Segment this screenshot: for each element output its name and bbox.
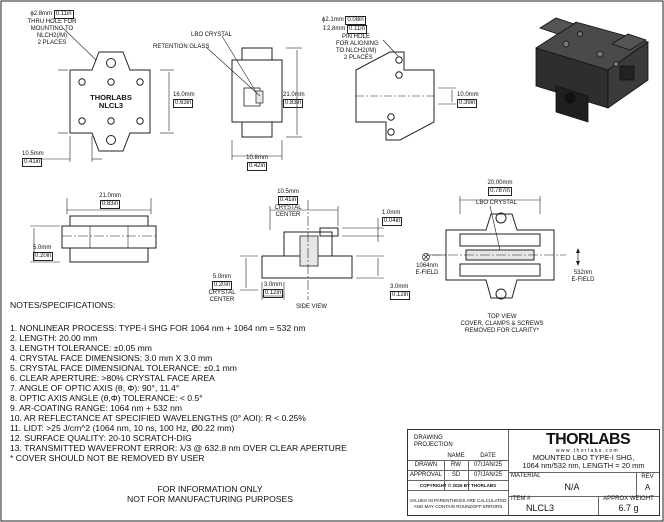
note-item: 10. AR REFLECTANCE AT SPECIFIED WAVELENG… <box>10 413 306 423</box>
pin-hole-note-line: 2 PLACES <box>344 55 373 61</box>
right-height-dim: 10.0mm 0.39in <box>457 92 479 108</box>
approval-name: SD <box>451 472 461 478</box>
thru-hole-note-line: MOUNTING TO <box>30 26 74 32</box>
bottom-view <box>30 198 157 263</box>
date-column-header: DATE <box>480 453 496 459</box>
weight-value: 6.7 g <box>618 503 639 513</box>
right-view <box>355 39 456 141</box>
side-height-dim: 21.0mm 0.83in <box>283 92 305 108</box>
thru-hole-callout: ϕ2.8mm 0.11in THRU HOLE FOR MOUNTING TO … <box>26 10 78 47</box>
side-view-label: SIDE VIEW <box>296 304 328 310</box>
rev-value: A <box>644 483 651 492</box>
note-item: 8. OPTIC AXIS ANGLE (θ,Φ) TOLERANCE: < 0… <box>10 393 203 403</box>
retention-glass-callout: RETENTION GLASS <box>153 44 210 50</box>
description: MOUNTED LBO TYPE-I SHG, 1064 nm/532 nm, … <box>522 453 645 470</box>
tv-lbo-callout: LBO CRYSTAL <box>476 200 517 206</box>
drawing-projection-label: DRAWING PROJECTION <box>414 435 453 448</box>
note-item: * COVER SHOULD NOT BE REMOVED BY USER <box>10 453 205 463</box>
note-item: 13. TRANSMITTED WAVEFRONT ERROR: λ/3 @ 6… <box>10 443 347 453</box>
copyright: COPYRIGHT © 2025 BY THORLABS <box>419 483 497 488</box>
side-width-dim: 10.8mm 0.42in <box>246 155 268 171</box>
part-marking-brand: THORLABS <box>90 93 132 102</box>
thru-hole-dia: ϕ2.8mm 0.11in <box>30 10 74 19</box>
note-item: 5. CRYSTAL FACE DIMENSIONAL TOLERANCE: ±… <box>10 363 237 373</box>
pin-hole-callout: ϕ2.1mm 0.08in ↧2.8mm 0.11in PIN HOLE FOR… <box>322 16 379 62</box>
material-label: MATERIAL <box>511 473 541 479</box>
pin-hole-note-line: FOR ALIGNING <box>336 41 379 47</box>
item-value: NLCL3 <box>526 503 555 513</box>
drawn-label: DRAWN <box>414 462 438 468</box>
sv-top-dim: 1.0mm 0.04in <box>382 210 403 226</box>
part-marking-item: NLCL3 <box>98 101 124 110</box>
note-item: 11. LIDT: >25 J/cm^2 (1064 nm, 10 ns, 10… <box>10 423 235 433</box>
notes-list: 1. NONLINEAR PROCESS: TYPE-I SHG FOR 106… <box>10 323 347 463</box>
sv-bottom-dim: 3.0mm 0.12in <box>262 282 284 298</box>
sv-right-dim: 3.0mm 0.12in <box>390 284 411 300</box>
note-item: 4. CRYSTAL FACE DIMENSIONS: 3.0 mm X 3.0… <box>10 353 213 363</box>
pin-hole-depth: ↧2.8mm 0.11in <box>322 25 367 34</box>
pin-hole-dia: ϕ2.1mm 0.08in <box>322 16 366 25</box>
tv-width-dim: 20.00mm 0.787in <box>487 180 513 196</box>
side-view-lower <box>240 200 384 300</box>
name-column-header: NAME <box>447 453 465 459</box>
tv-left-field: 1064nm E-FIELD <box>415 263 439 276</box>
notes-heading: NOTES/SPECIFICATIONS: <box>10 300 116 310</box>
title-block: DRAWING PROJECTION NAME DATE DRAWN RW 07… <box>407 429 660 516</box>
note-item: 3. LENGTH TOLERANCE: ±0.05 mm <box>10 343 152 353</box>
rounding-note: VALUES IN PARENTHESIS ARE CALCULATED AND… <box>409 498 507 509</box>
thru-hole-dia-in: 0.11in <box>53 10 74 19</box>
sv-width-dim: 10.5mm 0.41in CRYSTAL CENTER <box>274 189 302 218</box>
weight-label: APPROX WEIGHT <box>603 496 654 502</box>
thru-hole-note-line: THRU HOLE FOR <box>27 19 77 25</box>
bottom-height-dim: 5.0mm 0.20in <box>33 245 54 261</box>
part-marking: THORLABS NLCL3 <box>86 94 136 110</box>
website: w w w . t h o r l a b s . c o m <box>556 448 618 454</box>
note-item: 6. CLEAR APERTURE: >80% CRYSTAL FACE ARE… <box>10 373 215 383</box>
drawn-name: RW <box>451 462 461 468</box>
brand-logo: THORLABS <box>546 431 631 448</box>
rev-label: REV <box>641 474 654 480</box>
note-item: 2. LENGTH: 20.00 mm <box>10 333 98 343</box>
front-view <box>40 27 174 162</box>
thru-hole-note-line: NLCH2(/M) <box>36 33 68 39</box>
tv-right-field: 532nm E-FIELD <box>571 270 595 283</box>
drawn-date: 07/JAN/25 <box>473 462 503 468</box>
top-view <box>422 196 580 300</box>
item-label: ITEM # <box>511 496 531 502</box>
sv-left-dim: 5.0mm 0.20in CRYSTAL CENTER <box>208 274 236 303</box>
pin-hole-note-line: PIN HOLE <box>342 34 371 40</box>
side-view-upper <box>205 35 302 160</box>
bottom-width-dim: 21.0mm 0.83in <box>99 193 121 209</box>
pin-hole-note-line: TO NLCH2(/M) <box>336 48 377 54</box>
front-height-dim: 16.0mm 0.63in <box>173 92 195 108</box>
info-only-notice: FOR INFORMATION ONLY NOT FOR MANUFACTURI… <box>127 484 293 504</box>
note-item: 9. AR-COATING RANGE: 1064 nm + 532 nm <box>10 403 183 413</box>
approval-label: APPROVAL <box>410 472 442 478</box>
front-width-dim: 10.5mm 0.41in <box>22 151 44 167</box>
approval-date: 07/JAN/25 <box>473 472 503 478</box>
note-item: 7. ANGLE OF OPTIC AXIS (θ, Φ): 90°, 11.4… <box>10 383 180 393</box>
note-item: 12. SURFACE QUALITY: 20-10 SCRATCH-DIG <box>10 433 192 443</box>
isometric-view <box>535 17 649 123</box>
note-item: 1. NONLINEAR PROCESS: TYPE-I SHG FOR 106… <box>10 323 306 333</box>
top-view-label: TOP VIEW COVER, CLAMPS & SCREWS REMOVED … <box>460 314 544 334</box>
material-value: N/A <box>564 482 580 492</box>
thru-hole-note-line: 2 PLACES <box>37 40 67 46</box>
lbo-crystal-callout: LBO CRYSTAL <box>191 32 232 38</box>
